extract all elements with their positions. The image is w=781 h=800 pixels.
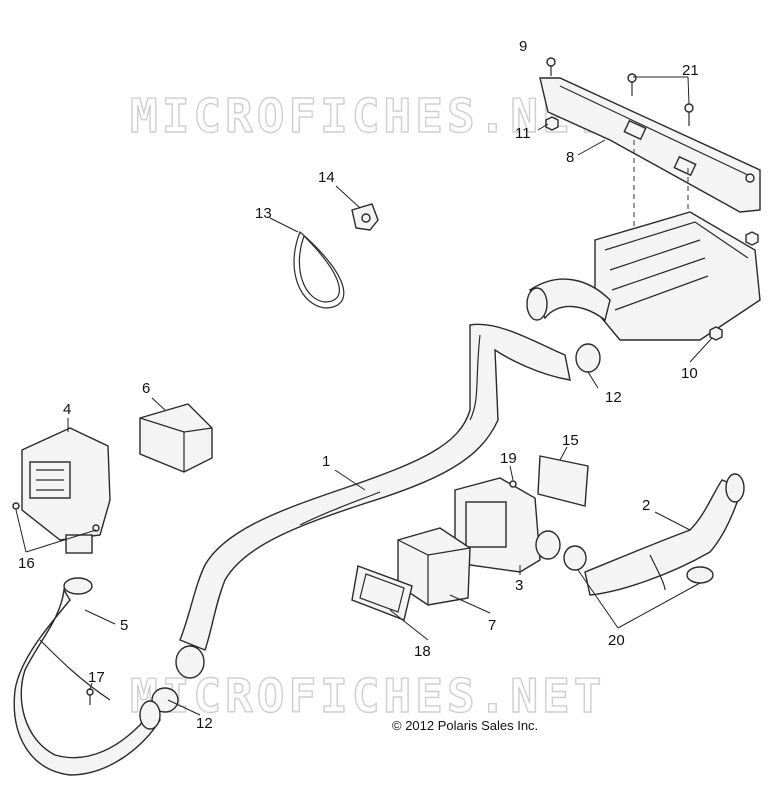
callout-12-upper: 12 xyxy=(605,389,622,406)
callout-12-lower: 12 xyxy=(196,715,213,732)
callout-14: 14 xyxy=(318,169,335,186)
clamp-20b xyxy=(686,566,714,584)
part-1-intake-duct xyxy=(175,323,571,679)
part-8-bracket xyxy=(539,77,761,213)
part-4-inlet-box xyxy=(21,427,111,554)
part-15-sheet xyxy=(537,455,589,507)
callout-3: 3 xyxy=(515,577,523,594)
callout-9: 9 xyxy=(519,38,527,55)
part-3-secondary-box xyxy=(454,477,561,573)
callout-21: 21 xyxy=(682,62,699,79)
fastener-9 xyxy=(546,57,556,76)
nut-right xyxy=(745,231,759,246)
callout-19: 19 xyxy=(500,450,517,467)
clamp-12-lower xyxy=(151,687,179,713)
callout-6: 6 xyxy=(142,380,150,397)
part-5-lower-duct xyxy=(13,577,161,776)
fastener-21a xyxy=(627,73,637,96)
nut-11 xyxy=(545,116,559,131)
callout-8: 8 xyxy=(566,149,574,166)
callout-10: 10 xyxy=(681,365,698,382)
fastener-17 xyxy=(86,688,94,705)
fastener-16a xyxy=(12,502,20,510)
copyright-text: © 2012 Polaris Sales Inc. xyxy=(392,718,538,733)
watermark-top: MICROFICHES.NET xyxy=(130,89,605,143)
callout-17: 17 xyxy=(88,669,105,686)
callout-1: 1 xyxy=(322,453,330,470)
callout-18: 18 xyxy=(414,643,431,660)
leader-lines xyxy=(15,76,713,716)
part-14-clip xyxy=(351,203,379,231)
fastener-21b xyxy=(684,103,694,126)
callout-7: 7 xyxy=(488,617,496,634)
nut-10 xyxy=(709,326,723,341)
part-6-filter-block xyxy=(139,403,213,473)
clamp-20a xyxy=(563,545,587,571)
fastener-19 xyxy=(509,480,517,488)
callout-4: 4 xyxy=(63,401,71,418)
callout-13: 13 xyxy=(255,205,272,222)
fastener-16b xyxy=(92,524,100,532)
callout-5: 5 xyxy=(120,617,128,634)
callout-20: 20 xyxy=(608,632,625,649)
fastener-top-right xyxy=(745,173,755,183)
callout-2: 2 xyxy=(642,497,650,514)
callout-15: 15 xyxy=(562,432,579,449)
part-2-right-duct xyxy=(584,473,745,596)
airbox-assembly xyxy=(526,211,761,341)
part-18-seal-frame xyxy=(351,565,413,621)
watermark-bottom: MICROFICHES.NET xyxy=(130,669,605,723)
callout-11: 11 xyxy=(515,125,531,142)
part-13-strap xyxy=(293,230,345,309)
callout-16: 16 xyxy=(18,555,35,572)
clamp-12-upper xyxy=(575,343,601,373)
